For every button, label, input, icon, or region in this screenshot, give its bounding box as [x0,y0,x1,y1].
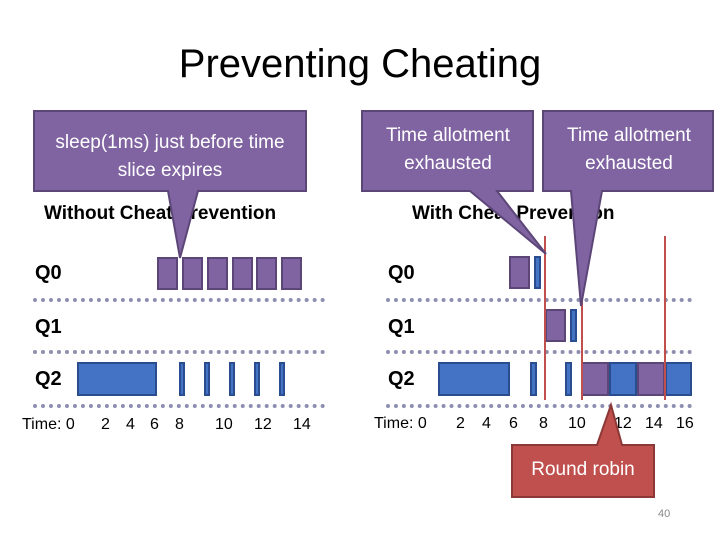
right-lane-separator [386,350,692,354]
left-q2-slice [254,362,260,396]
right-q2-job-block [438,362,510,396]
right-tick: 14 [645,415,663,432]
left-q2-job-block [77,362,157,396]
sleep-callout-text: sleep(1ms) just before time slice expire… [55,132,285,181]
right-q2-job-block [609,362,637,396]
right-tick: 4 [482,415,491,432]
right-q1-slice [570,309,577,342]
right-q0-label: Q0 [388,262,415,284]
page-number: 40 [658,508,671,520]
left-q0-job-block [232,257,253,290]
left-lane-separator [33,298,325,302]
right-q2-slice [530,362,537,396]
slide-title: Preventing Cheating [178,42,542,86]
without-cheat-prevention-heading: Without Cheat Prevention [44,203,277,224]
round-robin-callout-text: Round robin [531,459,635,480]
left-lane-separator [33,404,325,408]
right-q2-slice [565,362,572,396]
left-tick: 14 [293,416,311,433]
left-tick: 6 [150,416,159,433]
left-q1-label: Q1 [35,316,62,338]
left-lane-separator [33,350,325,354]
left-q2-slice [204,362,210,396]
right-tick: 8 [539,415,548,432]
left-tick: 2 [101,416,110,433]
left-tick: 8 [175,416,184,433]
allotment-callout-bubble [361,110,547,255]
right-tick: 2 [456,415,465,432]
left-q0-job-block [157,257,178,290]
left-q0-job-block [256,257,277,290]
left-tick: 4 [126,416,135,433]
allotment-callout-text: Time allotment exhausted [567,125,691,174]
sleep-callout-bubble [33,110,307,259]
right-q1-label: Q1 [388,316,415,338]
right-q2-label: Q2 [388,368,415,390]
right-tick: 16 [676,415,694,432]
allotment-callout-text: Time allotment exhausted [386,125,510,174]
right-q0-slice [534,256,541,289]
round-robin-callout-bubble [511,401,655,498]
right-tick: 6 [509,415,518,432]
left-tick: 10 [215,416,233,433]
right-time-axis-label: Time: 0 [374,415,427,432]
right-q0-job-block [509,256,530,289]
left-time-axis-label: Time: 0 [22,416,75,433]
left-q0-label: Q0 [35,262,62,284]
left-q2-slice [279,362,285,396]
right-lane-separator [386,298,692,302]
left-q2-slice [229,362,235,396]
left-q0-job-block [182,257,203,290]
left-tick: 12 [254,416,272,433]
right-tick: 10 [568,415,586,432]
left-q0-job-block [207,257,228,290]
allotment-callout-bubble [542,110,714,307]
right-lane-separator [386,404,692,408]
right-tick: 12 [614,415,632,432]
left-q2-slice [179,362,185,396]
left-q0-job-block [281,257,302,290]
left-q2-label: Q2 [35,368,62,390]
